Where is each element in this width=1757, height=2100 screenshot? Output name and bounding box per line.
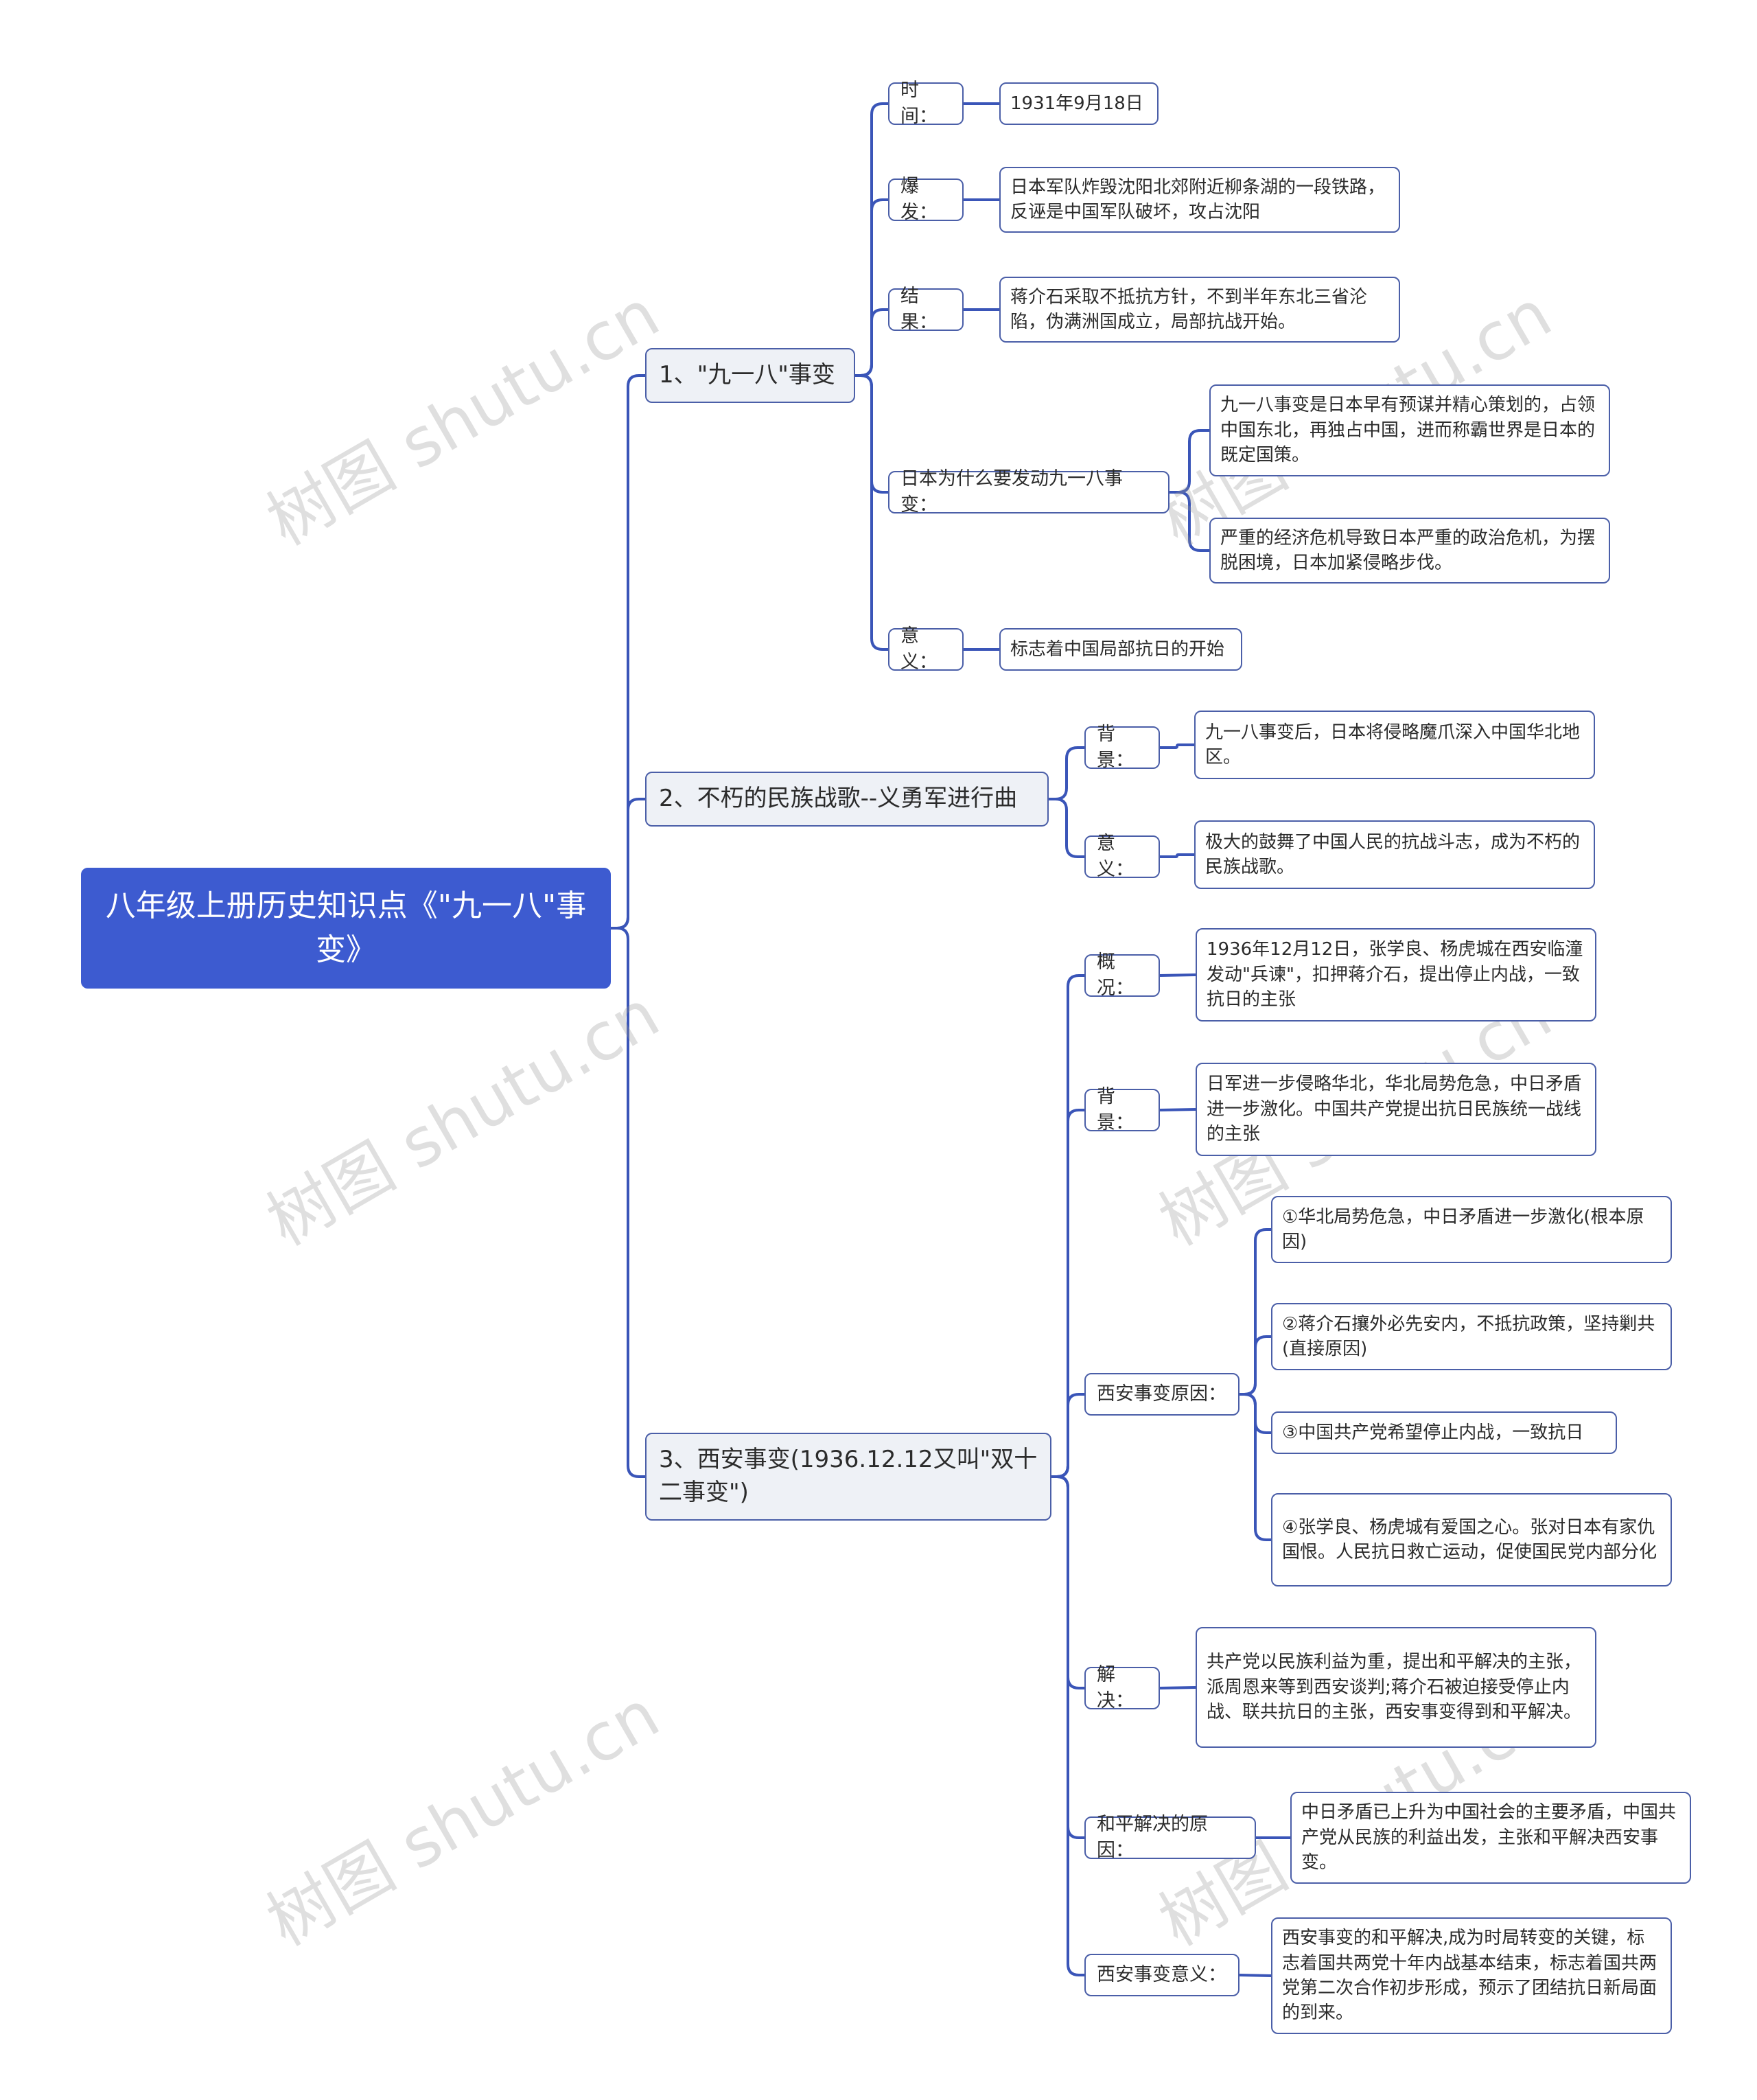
- detail-text: 1931年9月18日: [1010, 93, 1143, 114]
- connector-line: [1049, 798, 1084, 858]
- detail-text: 标志着中国局部抗日的开始: [1010, 638, 1225, 660]
- detail-node-meaning[interactable]: 标志着中国局部抗日的开始: [999, 628, 1242, 671]
- connector-line: [1159, 973, 1196, 977]
- branch-node-national-anthem[interactable]: 2、不朽的民族战歌--义勇军进行曲: [645, 772, 1049, 827]
- topic-node-background[interactable]: 背景：: [1084, 1086, 1160, 1133]
- connector-line: [611, 798, 645, 930]
- detail-text: 共产党以民族利益为重，提出和平解决的主张，派周恩来等到西安谈判;蒋介石被迫接受停…: [1207, 1652, 1582, 1723]
- detail-node-resolution[interactable]: 共产党以民族利益为重，提出和平解决的主张，派周恩来等到西安谈判;蒋介石被迫接受停…: [1196, 1627, 1596, 1748]
- connector-line: [1051, 1475, 1084, 1976]
- detail-node-peace-reason[interactable]: 中日矛盾已上升为中国社会的主要矛盾，中国共产党从民族的利益出发，主张和平解决西安…: [1290, 1792, 1691, 1884]
- detail-node-cause-direct[interactable]: ②蒋介石攘外必先安内，不抵抗政策，坚持剿共(直接原因): [1271, 1303, 1672, 1370]
- detail-node-cause-root[interactable]: ①华北局势危急，中日矛盾进一步激化(根本原因): [1271, 1196, 1672, 1263]
- detail-text: 1936年12月12日，张学良、杨虎城在西安临潼发动"兵谏"，扣押蒋介石，提出停…: [1207, 939, 1583, 1011]
- topic-node-meaning[interactable]: 意义：: [1084, 833, 1160, 880]
- branch-title: 3、西安事变(1936.12.12又叫"双十二事变"): [659, 1446, 1038, 1506]
- detail-node-meaning[interactable]: 极大的鼓舞了中国人民的抗战斗志，成为不朽的民族战歌。: [1194, 820, 1595, 889]
- topic-label: 西安事变原因：: [1097, 1383, 1226, 1405]
- detail-text: 日军进一步侵略华北，华北局势危急，中日矛盾进一步激化。中国共产党提出抗日民族统一…: [1207, 1074, 1582, 1145]
- topic-label: 解决：: [1097, 1664, 1134, 1711]
- connector-line: [855, 374, 888, 651]
- detail-text: 严重的经济危机导致日本严重的政治危机，为摆脱困境，日本加紧侵略步伐。: [1220, 527, 1596, 573]
- topic-label: 概况：: [1097, 951, 1134, 999]
- detail-node-result[interactable]: 蒋介石采取不抵抗方针，不到半年东北三省沦陷，伪满洲国成立，局部抗战开始。: [999, 277, 1400, 343]
- topic-label: 背景：: [1097, 1086, 1134, 1133]
- root-node[interactable]: 八年级上册历史知识点《"九一八"事变》: [81, 868, 611, 989]
- topic-node-outbreak[interactable]: 爆发：: [888, 176, 964, 223]
- topic-node-overview[interactable]: 概况：: [1084, 951, 1160, 999]
- connector-line: [1051, 1393, 1084, 1478]
- connector-line: [1160, 853, 1194, 858]
- connector-line: [1240, 1393, 1271, 1541]
- detail-text: 九一八事变是日本早有预谋并精心策划的，占领中国东北，再独占中国，进而称霸世界是日…: [1220, 395, 1596, 466]
- detail-node-background[interactable]: 九一八事变后，日本将侵略魔爪深入中国华北地区。: [1194, 711, 1595, 779]
- root-title: 八年级上册历史知识点《"九一八"事变》: [105, 888, 587, 967]
- topic-node-meaning[interactable]: 意义：: [888, 625, 964, 673]
- topic-label: 意义：: [900, 625, 938, 673]
- connector-line: [1160, 743, 1194, 749]
- topic-node-significance[interactable]: 西安事变意义：: [1084, 1954, 1240, 1996]
- detail-node-cause-ccp[interactable]: ③中国共产党希望停止内战，一致抗日: [1271, 1411, 1617, 1454]
- topic-node-peace-reason[interactable]: 和平解决的原因：: [1084, 1814, 1256, 1861]
- detail-text: 日本军队炸毁沈阳北郊附近柳条湖的一段铁路，反诬是中国军队破坏，攻占沈阳: [1010, 176, 1386, 222]
- topic-node-background[interactable]: 背景：: [1084, 724, 1160, 771]
- connector-line: [1240, 1335, 1271, 1396]
- connector-line: [611, 927, 645, 1478]
- topic-label: 时间：: [900, 80, 938, 127]
- detail-text: 极大的鼓舞了中国人民的抗战斗志，成为不朽的民族战歌。: [1205, 831, 1581, 877]
- detail-node-why-crisis[interactable]: 严重的经济危机导致日本严重的政治危机，为摆脱困境，日本加紧侵略步伐。: [1209, 518, 1610, 584]
- topic-label: 爆发：: [900, 176, 938, 223]
- topic-node-resolution[interactable]: 解决：: [1084, 1664, 1160, 1711]
- detail-node-cause-patriotism[interactable]: ④张学良、杨虎城有爱国之心。张对日本有家仇国恨。人民抗日救亡运动，促使国民党内部…: [1271, 1493, 1672, 1586]
- detail-text: ④张学良、杨虎城有爱国之心。张对日本有家仇国恨。人民抗日救亡运动，促使国民党内部…: [1282, 1516, 1657, 1562]
- detail-node-outbreak[interactable]: 日本军队炸毁沈阳北郊附近柳条湖的一段铁路，反诬是中国军队破坏，攻占沈阳: [999, 167, 1400, 233]
- detail-node-significance[interactable]: 西安事变的和平解决,成为时局转变的关键，标志着国共两党十年内战基本结束，标志着国…: [1271, 1917, 1672, 2034]
- branch-node-xian-incident[interactable]: 3、西安事变(1936.12.12又叫"双十二事变"): [645, 1433, 1051, 1521]
- branch-title: 2、不朽的民族战歌--义勇军进行曲: [659, 785, 1018, 813]
- detail-node-time[interactable]: 1931年9月18日: [999, 82, 1159, 125]
- detail-text: ②蒋介石攘外必先安内，不抵抗政策，坚持剿共(直接原因): [1282, 1313, 1655, 1359]
- detail-text: 西安事变的和平解决,成为时局转变的关键，标志着国共两党十年内战基本结束，标志着国…: [1282, 1928, 1657, 2024]
- detail-text: 蒋介石采取不抵抗方针，不到半年东北三省沦陷，伪满洲国成立，局部抗战开始。: [1010, 286, 1368, 332]
- connector-line: [855, 308, 888, 377]
- detail-text: 中日矛盾已上升为中国社会的主要矛盾，中国共产党从民族的利益出发，主张和平解决西安…: [1301, 1802, 1677, 1873]
- branch-node-918-incident[interactable]: 1、"九一八"事变: [645, 348, 855, 403]
- topic-node-result[interactable]: 结果：: [888, 286, 964, 333]
- connector-line: [1170, 491, 1209, 552]
- detail-node-why-plan[interactable]: 九一八事变是日本早有预谋并精心策划的，占领中国东北，再独占中国，进而称霸世界是日…: [1209, 384, 1610, 476]
- topic-label: 西安事变意义：: [1097, 1964, 1226, 1986]
- connector-line: [1049, 746, 1084, 800]
- topic-label: 日本为什么要发动九一八事变：: [900, 468, 1123, 516]
- connector-line: [1159, 1108, 1196, 1111]
- detail-text: 九一八事变后，日本将侵略魔爪深入中国华北地区。: [1205, 722, 1581, 768]
- branch-title: 1、"九一八"事变: [659, 361, 835, 389]
- detail-node-background[interactable]: 日军进一步侵略华北，华北局势危急，中日矛盾进一步激化。中国共产党提出抗日民族统一…: [1196, 1063, 1596, 1156]
- detail-text: ①华北局势危急，中日矛盾进一步激化(根本原因): [1282, 1206, 1644, 1252]
- topic-label: 意义：: [1097, 833, 1134, 880]
- topic-label: 背景：: [1097, 724, 1134, 771]
- topic-node-why[interactable]: 日本为什么要发动九一八事变：: [888, 468, 1170, 516]
- topic-node-causes[interactable]: 西安事变原因：: [1084, 1373, 1240, 1416]
- connector-line: [1170, 429, 1209, 494]
- topic-label: 结果：: [900, 286, 938, 333]
- topic-node-time[interactable]: 时间：: [888, 80, 964, 127]
- topic-label: 和平解决的原因：: [1097, 1814, 1208, 1861]
- detail-node-overview[interactable]: 1936年12月12日，张学良、杨虎城在西安临潼发动"兵谏"，扣押蒋介石，提出停…: [1196, 928, 1596, 1022]
- connector-line: [1239, 1974, 1272, 1977]
- connector-line: [1159, 1686, 1196, 1689]
- detail-text: ③中国共产党希望停止内战，一致抗日: [1282, 1422, 1584, 1443]
